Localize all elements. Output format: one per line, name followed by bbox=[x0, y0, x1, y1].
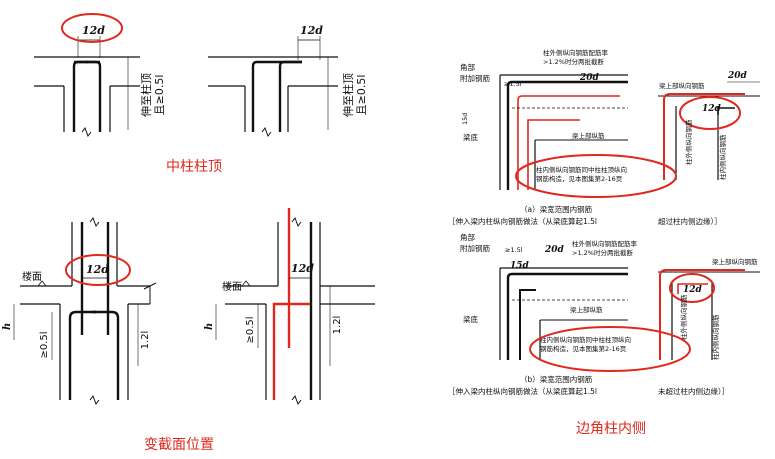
col-inner-vert-label: 柱内侧纵向钢筋 bbox=[718, 134, 727, 180]
beam-top-rebar-label: 梁上部纵向钢筋 bbox=[712, 257, 758, 266]
twelve-d-label: 12d bbox=[86, 263, 109, 276]
half-lab-label: ≥0.5l bbox=[245, 316, 256, 343]
caption-middle-top: 中柱柱顶 bbox=[166, 159, 222, 175]
outer-side-rebar-label: 柱外侧纵向钢筋配筋率 bbox=[543, 48, 609, 57]
twelve-d-label: 12d bbox=[683, 285, 703, 295]
one-five-lab-label: ≥1.5l bbox=[505, 246, 523, 254]
twenty-d-label: 20d bbox=[579, 73, 600, 83]
panel-section-change-right: 12d 楼面 h ≥0.5l 1.2l bbox=[204, 208, 375, 405]
hb-label: h bbox=[204, 323, 215, 330]
extend-top-label: 伸至柱顶 bbox=[139, 73, 153, 117]
panel-section-change-left: 12d 楼面 h ≥0.5l 1.2l bbox=[2, 217, 157, 405]
col-inner-rebar-label-2: 钢筋构造，见本图集第2-16页 bbox=[540, 344, 627, 353]
twelve-d-label: 12d bbox=[300, 24, 323, 37]
add-rebar-label: 附加钢筋 bbox=[460, 243, 490, 253]
col-inner-vert-label: 柱内侧纵向钢筋 bbox=[711, 314, 720, 360]
beam-top-rebar-label: 梁上部纵筋 bbox=[572, 131, 605, 140]
panel-corner-a: 20d 12d 柱外侧纵向钢筋 柱内侧纵向钢筋 梁上部纵向钢筋 角部 附加钢筋 … bbox=[448, 48, 760, 226]
panel-corner-b: 12d 柱外侧纵向钢筋 柱内侧纵向钢筋 梁上部纵向钢筋 角部 附加钢筋 ≥1.5… bbox=[448, 232, 760, 396]
caption-section-change: 变截面位置 bbox=[144, 437, 214, 453]
highlight-ellipse bbox=[61, 13, 123, 43]
caption-b: （b）梁宽范围内钢筋 bbox=[520, 374, 593, 384]
panel-middle-top-left: 12d 伸至柱顶 且≥0.5l bbox=[34, 13, 166, 137]
corner-add-label: 角部 bbox=[460, 232, 475, 242]
highlight-ellipse bbox=[65, 254, 131, 286]
half-lab-label: ≥0.5l bbox=[39, 331, 50, 358]
beam-top-rebar-label: 梁上部纵向钢筋 bbox=[659, 81, 705, 90]
fifteen-d-label: 15d bbox=[510, 261, 530, 271]
col-inner-rebar-label: 柱内侧纵向钢筋同中柱柱顶纵向 bbox=[536, 165, 627, 174]
col-inner-rebar-label: 柱内侧纵向钢筋同中柱柱顶纵向 bbox=[540, 335, 631, 344]
one-two-lab-label: 1.2l bbox=[332, 316, 343, 335]
half-lab-label: 且≥0.5l bbox=[153, 75, 166, 116]
hb-label: h bbox=[2, 323, 13, 330]
one-two-lab-label: 1.2l bbox=[140, 331, 151, 350]
col-outer-vert-label: 柱外侧纵向钢筋 bbox=[679, 294, 688, 340]
half-lab-label: 且≥0.5l bbox=[355, 75, 368, 116]
col-outer-vert-label: 柱外侧纵向钢筋 bbox=[684, 119, 693, 165]
note-a-end: 超过柱内侧边缘）］ bbox=[658, 216, 722, 226]
caption-corner-inner: 边角柱内侧 bbox=[576, 421, 646, 437]
twelve-d-label: 12d bbox=[702, 104, 722, 114]
extend-top-label: 伸至柱顶 bbox=[341, 73, 355, 117]
beam-bottom-label: 梁底 bbox=[463, 314, 478, 324]
caption-a: （a）梁宽范围内钢筋 bbox=[520, 204, 593, 214]
note-a: ［伸入梁内柱纵向钢筋做法（从梁底算起1.5l bbox=[448, 216, 597, 226]
highlight-ellipse bbox=[669, 273, 715, 303]
floor-label: 楼面 bbox=[22, 270, 42, 283]
one-five-lab-label: ≥1.5l bbox=[504, 80, 522, 88]
col-inner-rebar-label-2: 钢筋构造，见本图集第2-16页 bbox=[536, 174, 623, 183]
beam-top-rebar-label: 梁上部纵筋 bbox=[570, 305, 603, 314]
highlight-ellipse bbox=[529, 326, 691, 372]
note-b-end: 未超过柱内侧边缘）］ bbox=[658, 386, 729, 396]
twenty-d-label: 20d bbox=[544, 245, 565, 255]
panel-middle-top-right: 12d 伸至柱顶 且≥0.5l bbox=[208, 24, 368, 137]
outer-side-rebar-label: 柱外侧纵向钢筋配筋率 bbox=[572, 239, 638, 248]
corner-add-label: 角部 bbox=[460, 62, 475, 72]
highlight-ellipse bbox=[515, 154, 677, 198]
highlight-ellipse bbox=[679, 96, 741, 130]
ratio-split-label: >1.2%时分两批截断 bbox=[543, 57, 604, 66]
add-rebar-label: 附加钢筋 bbox=[460, 73, 490, 83]
twenty-d-label: 20d bbox=[727, 71, 748, 81]
beam-bottom-label: 梁底 bbox=[463, 132, 478, 142]
note-b: ［伸入梁内柱纵向钢筋做法（从梁底算起1.5l bbox=[448, 386, 597, 396]
twelve-d-label: 12d bbox=[291, 262, 314, 275]
twelve-d-label: 12d bbox=[82, 24, 105, 37]
fifteen-d-label: 15d bbox=[461, 113, 469, 125]
floor-label: 楼面 bbox=[222, 280, 242, 293]
ratio-split-label: >1.2%时分两批截断 bbox=[572, 248, 633, 257]
